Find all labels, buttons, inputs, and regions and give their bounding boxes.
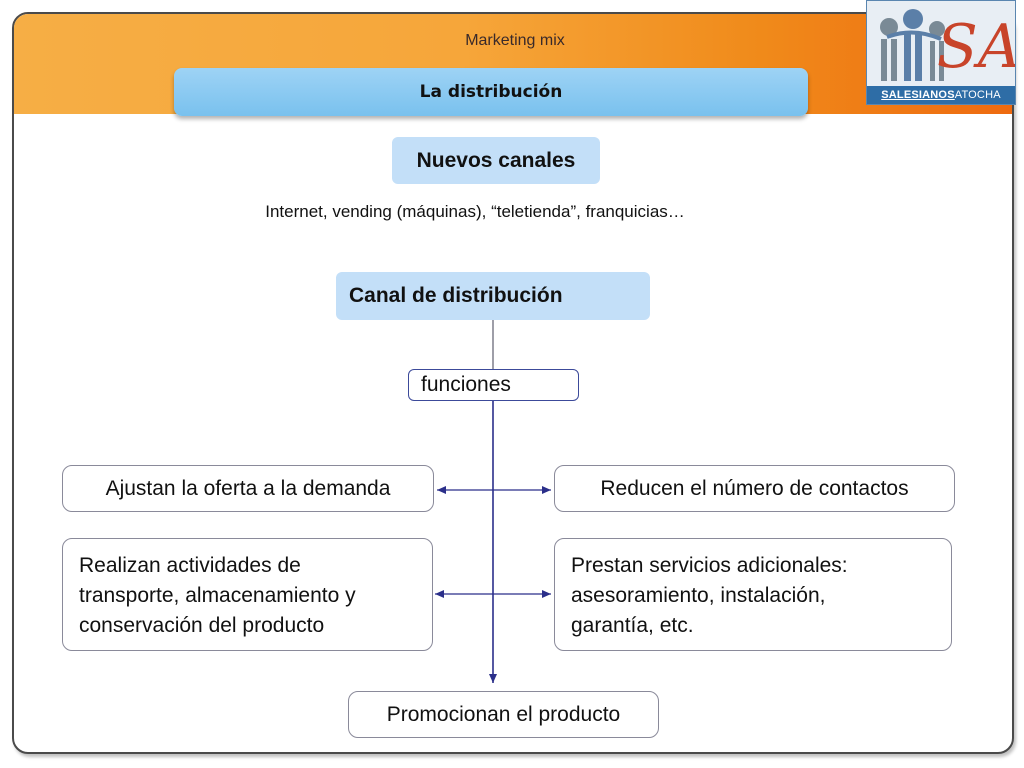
funciones-label: funciones bbox=[421, 373, 511, 396]
function-promocionan-text: Promocionan el producto bbox=[386, 702, 621, 726]
function-realizan-line1: Realizan actividades de bbox=[79, 554, 301, 577]
logo-wordmark: SALESIANOSATOCHA bbox=[867, 86, 1015, 104]
header-title: Marketing mix bbox=[465, 32, 565, 49]
function-realizan-line2: transporte, almacenamiento y bbox=[79, 584, 356, 607]
function-promocionan: Promocionan el producto bbox=[348, 691, 659, 738]
nuevos-canales-box: Nuevos canales bbox=[392, 137, 600, 184]
canal-distribucion-title: Canal de distribución bbox=[349, 284, 563, 307]
function-prestan-line3: garantía, etc. bbox=[571, 614, 694, 637]
nuevos-canales-items: Internet, vending (máquinas), “teletiend… bbox=[265, 202, 685, 221]
svg-text:SA: SA bbox=[937, 12, 1016, 82]
function-reducen-text: Reducen el número de contactos bbox=[600, 476, 909, 500]
function-prestan: Prestan servicios adicionales: asesorami… bbox=[554, 538, 952, 651]
function-reducen: Reducen el número de contactos bbox=[554, 465, 955, 512]
function-ajustan: Ajustan la oferta a la demanda bbox=[62, 465, 434, 512]
section-banner: La distribución bbox=[174, 68, 808, 116]
function-ajustan-text: Ajustan la oferta a la demanda bbox=[105, 476, 391, 500]
function-realizan-line3: conservación del producto bbox=[79, 614, 325, 637]
canal-distribucion-box: Canal de distribución bbox=[336, 272, 650, 320]
function-realizan: Realizan actividades de transporte, alma… bbox=[62, 538, 433, 651]
people-icon: SA bbox=[867, 1, 1016, 89]
salesianos-atocha-logo: SA SALESIANOSATOCHA bbox=[866, 0, 1016, 105]
function-prestan-line2: asesoramiento, instalación, bbox=[571, 584, 826, 607]
funciones-box: funciones bbox=[408, 369, 579, 401]
nuevos-canales-title: Nuevos canales bbox=[416, 148, 576, 172]
function-prestan-line1: Prestan servicios adicionales: bbox=[571, 554, 848, 577]
